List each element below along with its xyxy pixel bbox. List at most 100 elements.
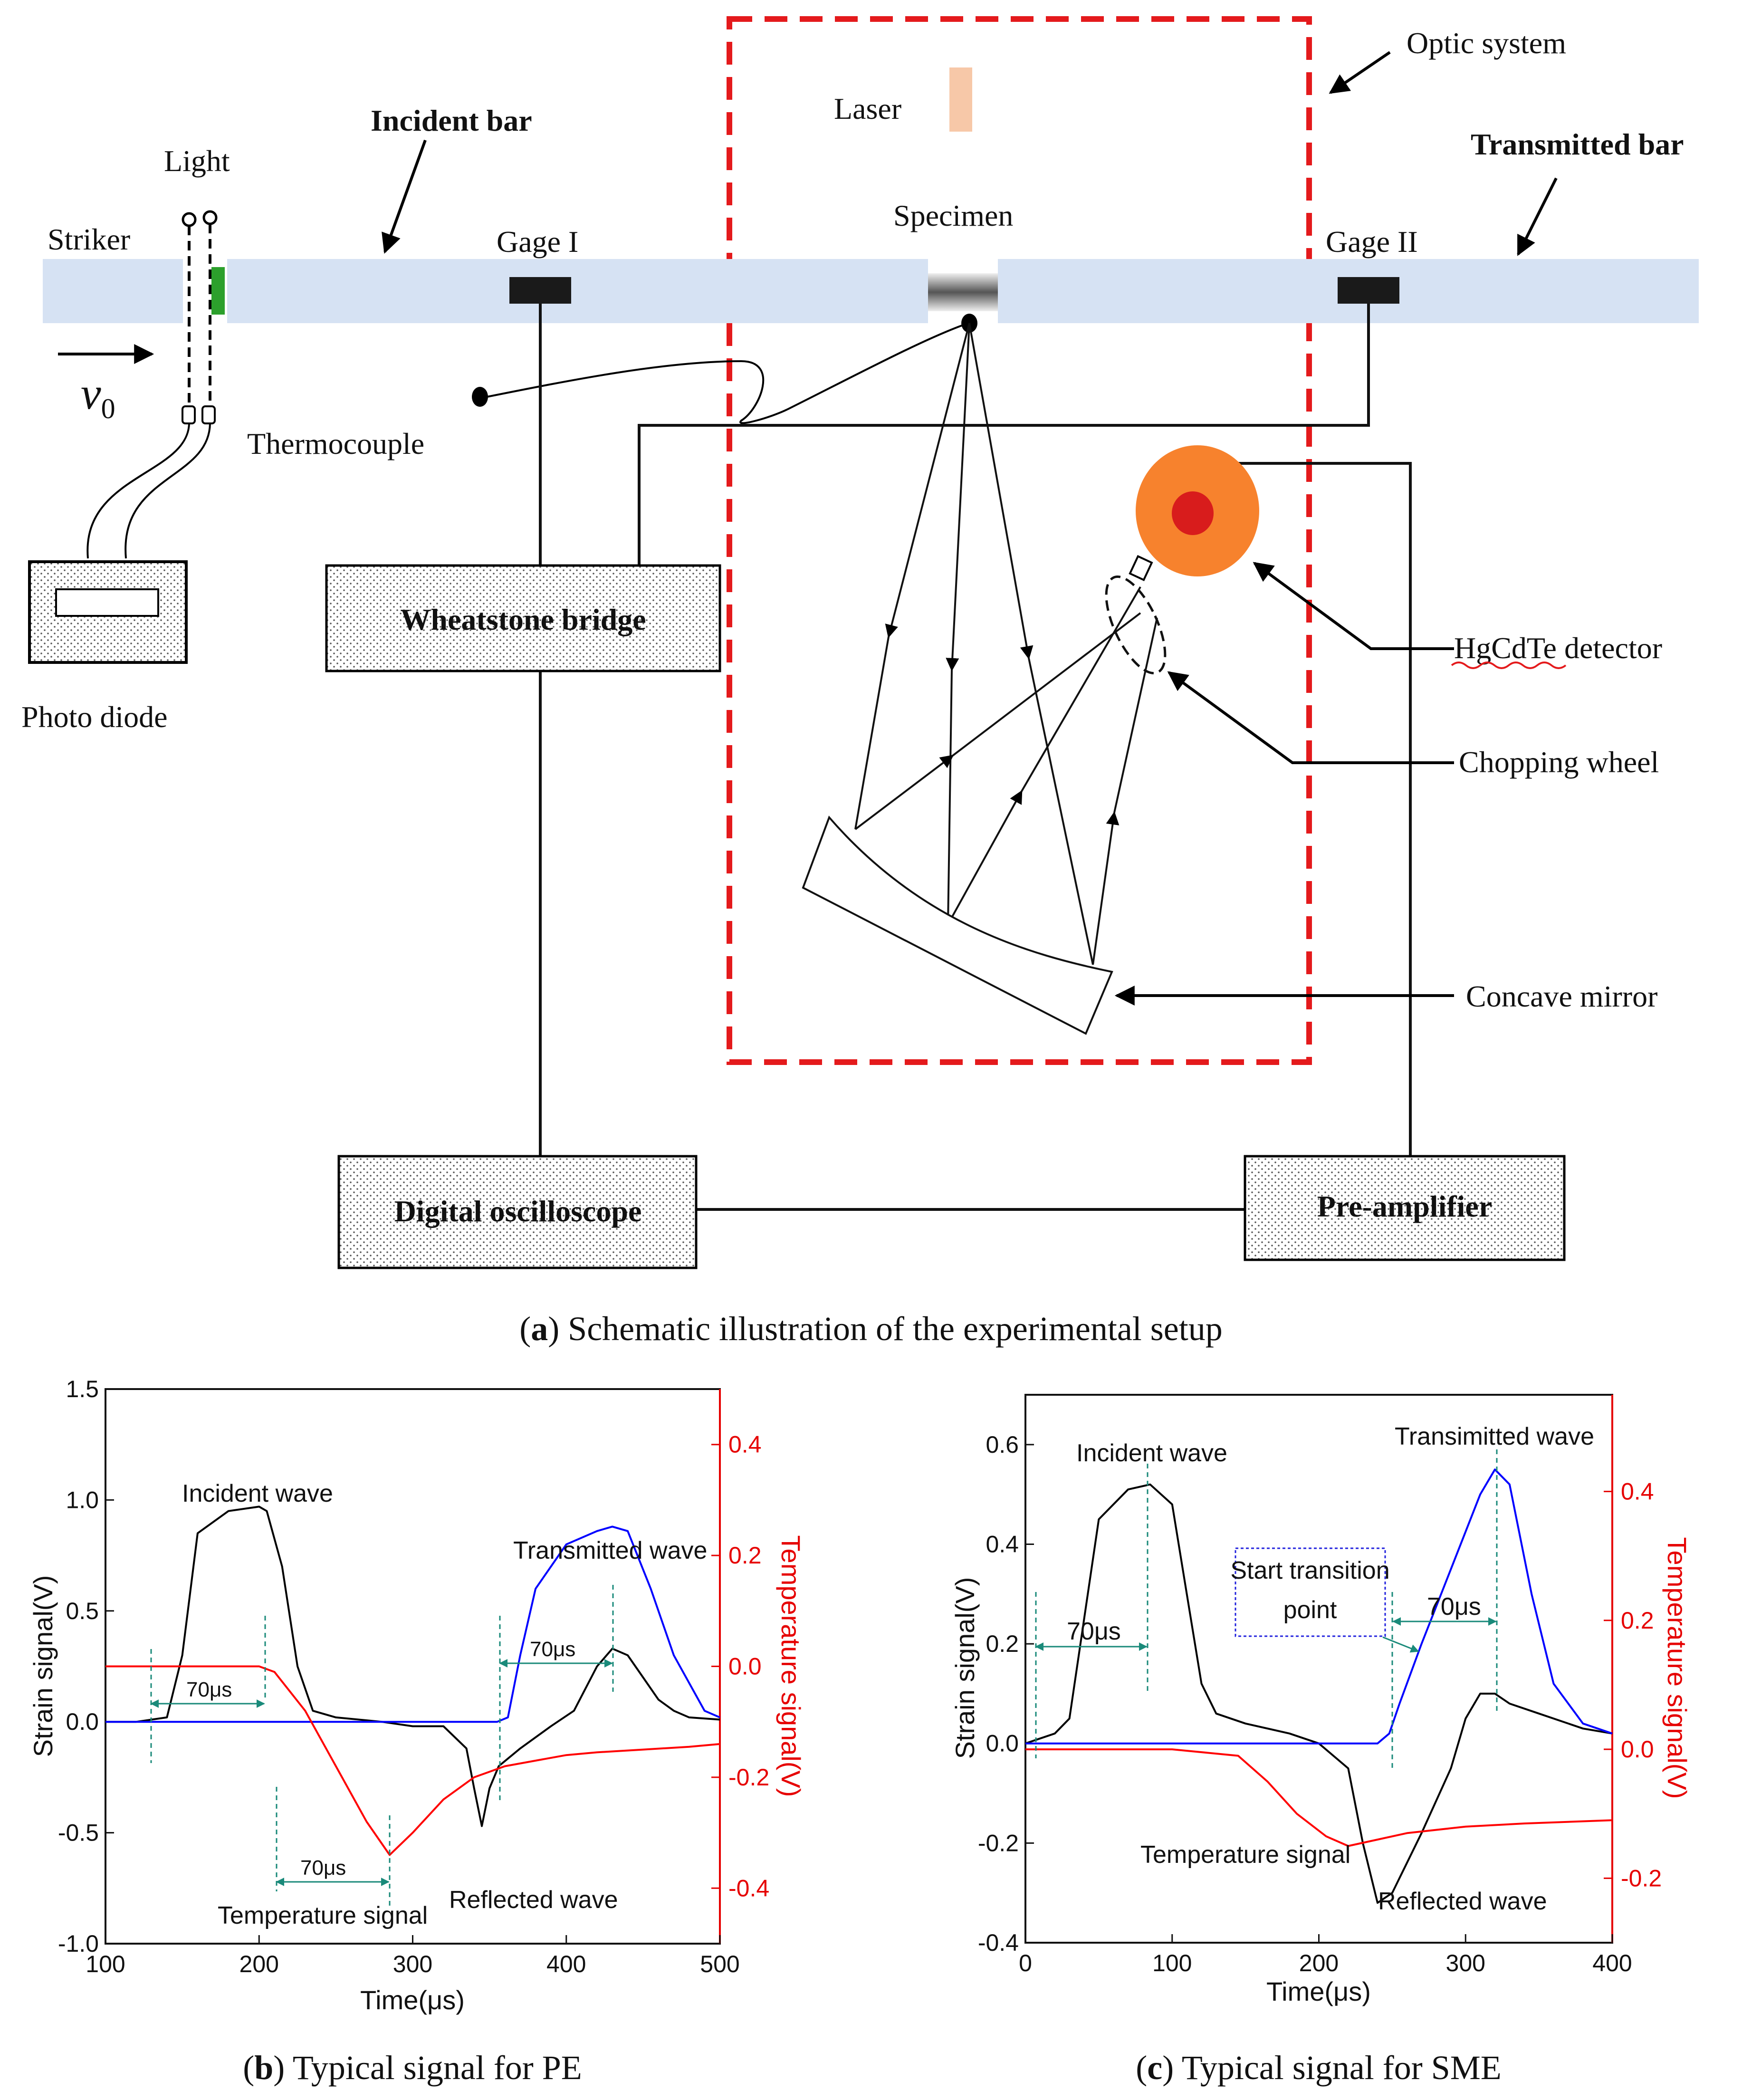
laser-icon — [949, 67, 972, 132]
ann-b-transmitted-wave: Transmitted wave — [513, 1537, 707, 1564]
incident-bar-label: Incident bar — [371, 104, 532, 137]
chopping-wheel — [1105, 575, 1167, 674]
ann-b-temperature-signal: Temperature signal — [218, 1902, 428, 1929]
plot-c-ytick-label: 0.0 — [986, 1730, 1019, 1757]
velocity-label: v0 — [81, 368, 115, 424]
thermocouple-wire — [487, 322, 969, 424]
plot-b-series-strain-black — [105, 1505, 720, 1827]
plot-b-y2tick-label: 0.0 — [728, 1653, 762, 1680]
plot-c-xtick-label: 200 — [1299, 1950, 1339, 1976]
plot-c-ytick-label: 0.4 — [986, 1531, 1019, 1557]
plot-b-ytick-label: 0.5 — [66, 1598, 99, 1624]
plot-c-y2tick-label: 0.0 — [1621, 1736, 1654, 1763]
plot-b-xtick-label: 200 — [239, 1951, 279, 1977]
plot-c-xtick-label: 400 — [1592, 1950, 1632, 1976]
plot-b-annotations — [150, 1585, 614, 1906]
hgcdte-detector-inner — [1172, 491, 1214, 535]
photo-diode-window — [55, 588, 159, 617]
ann-b-70us-2: 70μs — [530, 1638, 575, 1661]
wheatstone-bridge-label: Wheatstone bridge — [400, 603, 646, 636]
specimen-label: Specimen — [893, 199, 1013, 232]
plot-c-y2tick-label: -0.2 — [1621, 1865, 1662, 1891]
concave-mirror-label: Concave mirror — [1466, 979, 1657, 1013]
signal-wires — [539, 304, 1412, 1211]
caption-a: (a) Schematic illustration of the experi… — [519, 1310, 1223, 1348]
green-marker — [211, 267, 225, 315]
ann-c-70us-1: 70μs — [1067, 1618, 1121, 1645]
laser-label: Laser — [834, 92, 901, 125]
plot-c-ytick-label: 0.2 — [986, 1630, 1019, 1657]
wheatstone-bridge-box — [325, 564, 721, 672]
plot-b-y2tick-label: -0.4 — [728, 1875, 769, 1901]
plot-c-ylabel: Strain signal(V) — [950, 1577, 980, 1759]
ann-c-temperature-signal: Temperature signal — [1140, 1841, 1350, 1869]
plot-b-y2tick-label: 0.2 — [728, 1542, 762, 1569]
plot-c-xtick-label: 100 — [1152, 1950, 1192, 1976]
plot-c-y2label: Temperature signal(V) — [1662, 1537, 1692, 1799]
plot-c-series-strain-black — [1025, 1483, 1613, 1904]
ann-b-70us-1: 70μs — [186, 1678, 232, 1701]
plot-b-series-temperature-red — [105, 1665, 720, 1856]
ann-c-incident-wave: Incident wave — [1076, 1439, 1227, 1467]
hgcdte-underline — [1451, 662, 1567, 669]
ann-b-reflected-wave: Reflected wave — [449, 1886, 618, 1914]
plot-c-ytick-label: 0.6 — [986, 1431, 1019, 1458]
striker-label: Striker — [48, 222, 130, 256]
plot-b-xtick-label: 500 — [700, 1951, 739, 1977]
light-rays — [854, 323, 1158, 965]
plot-c-annotations — [1035, 1449, 1498, 1768]
plot-b-ylabel: Strain signal(V) — [28, 1575, 58, 1757]
photo-diode-cables — [86, 423, 211, 559]
plot-b-ytick-label: 0.0 — [66, 1708, 99, 1735]
ann-c-point: point — [1283, 1596, 1337, 1624]
plot-b-xtick-label: 300 — [393, 1951, 432, 1977]
striker-bar — [43, 259, 183, 323]
plot-b-ytick-label: -0.5 — [58, 1820, 99, 1846]
pre-amplifier-box — [1244, 1155, 1566, 1261]
transmitted-bar-arrow — [1517, 177, 1558, 256]
transmitted-bar-label: Transmitted bar — [1471, 127, 1684, 161]
plot-b-series-strain-blue — [105, 1525, 720, 1723]
plot-c-ytick-label: -0.4 — [978, 1929, 1019, 1956]
detector-window — [1129, 555, 1153, 581]
optic-system-frame — [727, 16, 1312, 1065]
plot-c-marks: 0 100 200 300 400 -0.4 -0.2 0.0 0.2 0.4 0.6 -0.2 0.0… — [978, 1395, 1662, 1976]
plot-c-xlabel: Time(μs) — [1266, 1976, 1371, 2006]
plot-b-xtick-label: 100 — [86, 1951, 125, 1977]
digital-oscilloscope-box — [337, 1155, 698, 1269]
ann-b-70us-3: 70μs — [300, 1856, 346, 1879]
plot-c-xtick-label: 0 — [1019, 1950, 1032, 1976]
caption-b: (b) Typical signal for PE — [243, 2049, 582, 2087]
concave-mirror — [802, 815, 1113, 1035]
ann-c-start-transition: Start transition — [1230, 1557, 1389, 1584]
hgcdte-detector-label: HgCdTe detector — [1454, 631, 1662, 665]
plot-c-y2tick-label: 0.4 — [1621, 1478, 1654, 1505]
plot-c-series-temperature-red — [1025, 1748, 1613, 1847]
gage-2 — [1338, 277, 1399, 304]
panel-c-chart: 0 100 200 300 400 -0.4 -0.2 0.0 0.2 0.4 0.6 -0.2 0.0… — [950, 1394, 1692, 2087]
incident-bar-arrow — [382, 139, 427, 254]
plot-b-y2tick-label: -0.2 — [728, 1764, 769, 1791]
plot-b-xlabel: Time(μs) — [360, 1985, 465, 2015]
gage-1 — [509, 277, 571, 304]
caption-c: (c) Typical signal for SME — [1136, 2049, 1502, 2087]
thermocouple-label: Thermocouple — [247, 427, 424, 460]
chopping-wheel-arrow — [1167, 671, 1454, 764]
gage-2-label: Gage II — [1326, 225, 1418, 259]
plot-c-ytick-label: -0.2 — [978, 1830, 1019, 1856]
light-source-icon — [182, 210, 218, 424]
plot-c-xtick-label: 300 — [1446, 1950, 1485, 1976]
plot-b-xtick-label: 400 — [546, 1951, 586, 1977]
plot-b-y2label: Temperature signal(V) — [776, 1535, 806, 1797]
ann-b-incident-wave: Incident wave — [182, 1480, 333, 1507]
panel-a-schematic: Optic system Laser Incident bar Transmit… — [21, 16, 1699, 1348]
optic-system-arrow — [1329, 51, 1391, 94]
plot-b-ytick-label: 1.0 — [66, 1486, 99, 1513]
ann-c-70us-2: 70μs — [1427, 1593, 1481, 1621]
pre-amplifier-label: Pre-amplifier — [1317, 1189, 1492, 1223]
plot-c-y2tick-label: 0.2 — [1621, 1607, 1654, 1634]
specimen — [928, 273, 998, 311]
